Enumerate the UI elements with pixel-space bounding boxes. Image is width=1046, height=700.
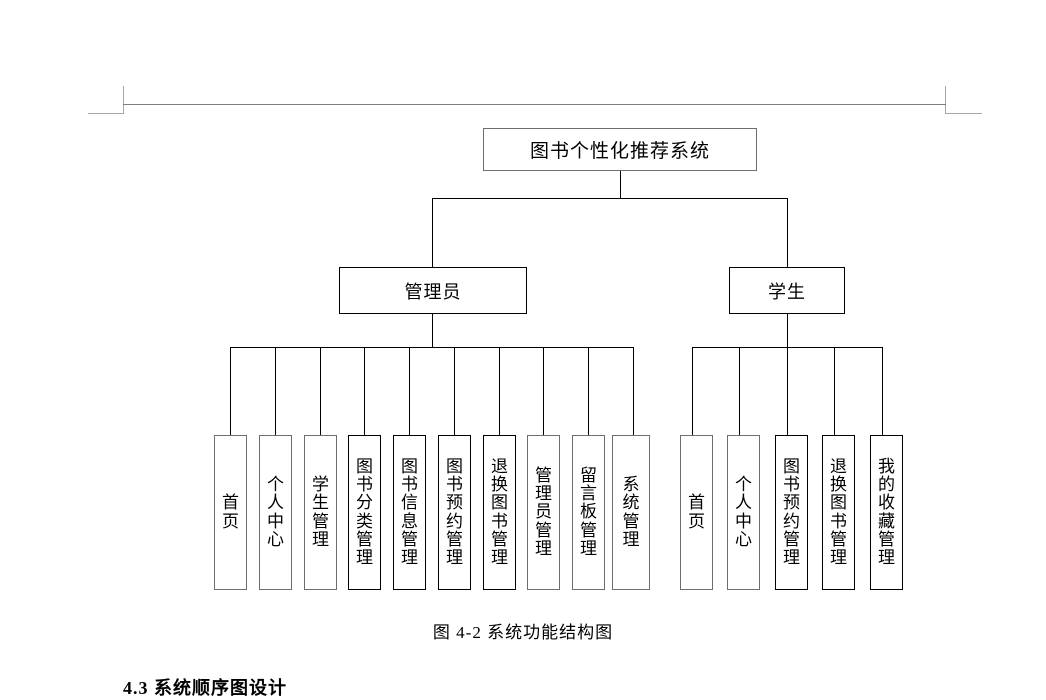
leaf-node-label: 留言板管理 [580, 466, 597, 558]
connector-admin-leaf-bus [230, 347, 633, 348]
connector-admin-leaf-drop [409, 347, 410, 435]
leaf-node-label: 图书预约管理 [783, 457, 800, 567]
leaf-node-admin-3: 图书分类管理 [348, 435, 381, 590]
connector-to-admin [432, 198, 433, 267]
header-separator-rule [123, 104, 946, 105]
connector-admin-leaf-drop [275, 347, 276, 435]
leaf-node-label: 个人中心 [735, 475, 752, 549]
node-student: 学生 [729, 267, 845, 314]
leaf-node-label: 首页 [688, 493, 705, 531]
connector-admin-leaf-drop [543, 347, 544, 435]
connector-admin-leaf-drop [633, 347, 634, 435]
connector-admin-leaf-drop [588, 347, 589, 435]
leaf-node-admin-8: 留言板管理 [572, 435, 605, 590]
leaf-node-admin-6: 退换图书管理 [483, 435, 516, 590]
node-student-label: 学生 [768, 281, 806, 302]
connector-admin-leaf-drop [230, 347, 231, 435]
connector-to-student [787, 198, 788, 267]
connector-admin-leaf-drop [364, 347, 365, 435]
connector-student-leaf-drop [692, 347, 693, 435]
connector-student-leaf-drop [739, 347, 740, 435]
leaf-node-label: 图书分类管理 [356, 457, 373, 567]
connector-admin-leaf-drop [499, 347, 500, 435]
right-margin-mark-horizontal [945, 113, 982, 114]
leaf-node-label: 个人中心 [267, 475, 284, 549]
leaf-node-label: 图书信息管理 [401, 457, 418, 567]
node-root-label: 图书个性化推荐系统 [529, 141, 710, 162]
leaf-node-admin-7: 管理员管理 [527, 435, 560, 590]
leaf-node-student-4: 我的收藏管理 [870, 435, 903, 590]
leaf-node-admin-4: 图书信息管理 [393, 435, 426, 590]
leaf-node-student-0: 首页 [680, 435, 713, 590]
leaf-node-student-3: 退换图书管理 [822, 435, 855, 590]
leaf-node-label: 退换图书管理 [491, 457, 508, 567]
leaf-node-admin-5: 图书预约管理 [438, 435, 471, 590]
connector-admin-leaf-drop [454, 347, 455, 435]
connector-level2-bus [432, 198, 788, 199]
leaf-node-admin-0: 首页 [214, 435, 247, 590]
node-root: 图书个性化推荐系统 [483, 128, 757, 171]
next-section-heading: 4.3 系统顺序图设计 [123, 678, 287, 698]
connector-student-leaf-drop [787, 347, 788, 435]
leaf-node-student-2: 图书预约管理 [775, 435, 808, 590]
leaf-node-admin-1: 个人中心 [259, 435, 292, 590]
connector-admin-down [432, 314, 433, 347]
connector-student-leaf-drop [882, 347, 883, 435]
leaf-node-label: 学生管理 [312, 475, 329, 549]
left-margin-mark-vertical [123, 86, 124, 114]
connector-admin-leaf-drop [320, 347, 321, 435]
left-margin-mark-horizontal [88, 113, 124, 114]
right-margin-mark-vertical [945, 86, 946, 114]
leaf-node-admin-9: 系统管理 [612, 435, 650, 590]
leaf-node-student-1: 个人中心 [727, 435, 760, 590]
leaf-node-label: 我的收藏管理 [878, 457, 895, 567]
connector-root-down [620, 171, 621, 199]
leaf-node-label: 图书预约管理 [446, 457, 463, 567]
figure-caption: 图 4-2 系统功能结构图 [432, 623, 614, 642]
leaf-node-label: 系统管理 [622, 475, 640, 549]
leaf-node-label: 退换图书管理 [830, 457, 847, 567]
leaf-node-label: 管理员管理 [535, 466, 552, 558]
leaf-node-admin-2: 学生管理 [304, 435, 337, 590]
node-admin: 管理员 [339, 267, 527, 314]
connector-student-leaf-drop [834, 347, 835, 435]
node-admin-label: 管理员 [404, 281, 462, 302]
leaf-node-label: 首页 [222, 493, 239, 531]
connector-student-down [787, 314, 788, 347]
